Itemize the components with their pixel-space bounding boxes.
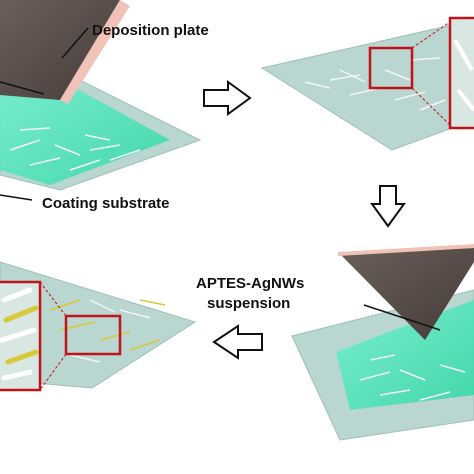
suspension-panel-1	[0, 70, 170, 185]
deposition-plate-top-3	[338, 248, 474, 340]
leader-line-suspension	[0, 81, 45, 95]
deposition-plate-top	[0, 0, 120, 100]
zoom-wires-panel-4	[0, 287, 39, 381]
substrate-panel-2	[260, 19, 474, 151]
coating-substrate-label: Coating substrate	[42, 195, 170, 212]
zoom-wires-panel-2	[453, 39, 474, 112]
nanowires-panel-2	[304, 57, 446, 111]
arrow-right-icon	[203, 80, 252, 116]
deposition-plate-edge	[60, 0, 130, 104]
panel-1-coating-setup: Deposition plate Coating substrate	[0, 0, 209, 212]
nanowires-panel-4	[49, 299, 166, 363]
zoom-line-4a	[39, 281, 67, 317]
deposition-plate-edge-3	[338, 244, 474, 256]
zoom-line-4b	[39, 353, 67, 391]
leader-line-aptes	[363, 304, 441, 331]
aptes-label-line1: APTES-AgNWs	[196, 275, 304, 292]
panel-4-final-network	[0, 261, 197, 392]
arrow-left-icon	[212, 324, 263, 360]
highlight-box-small-4	[64, 314, 122, 356]
substrate-panel-4	[0, 261, 197, 389]
nanowires-panel-1	[9, 127, 141, 171]
panel-3-second-coating: APTES-AgNWs suspension	[196, 244, 474, 441]
zoom-line-1b	[411, 87, 451, 126]
highlight-box-small-1	[368, 46, 414, 90]
zoom-line-1a	[411, 21, 451, 49]
deposition-plate-label: Deposition plate	[92, 22, 209, 39]
aptes-label-line2: suspension	[207, 295, 290, 312]
leader-line-substrate	[0, 194, 33, 201]
nanowires-panel-3	[359, 354, 466, 401]
arrow-down-icon	[370, 185, 406, 228]
suspension-panel-3	[336, 300, 474, 410]
leader-line-plate	[61, 27, 89, 59]
panel-2-deposited-film	[260, 16, 474, 151]
zoom-inset-panel-2	[448, 16, 474, 130]
